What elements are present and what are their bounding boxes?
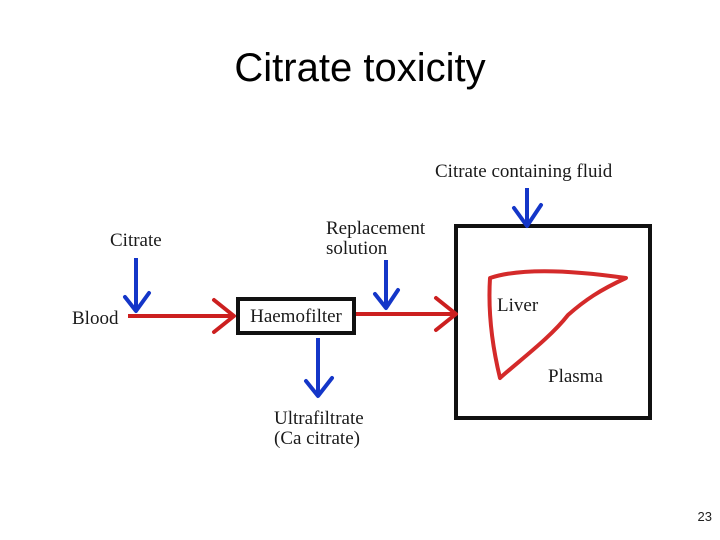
filtered-blood-flow-arrow: [356, 296, 458, 332]
ultrafiltrate-label-line2: (Ca citrate): [274, 428, 360, 449]
ultrafiltrate-label-line1: Ultrafiltrate: [274, 408, 364, 429]
blood-flow-arrow: [128, 298, 236, 334]
plasma-label: Plasma: [548, 366, 603, 387]
ultrafiltrate-output-arrow: [304, 338, 334, 398]
liver-outline: [487, 269, 628, 380]
replacement-label-line1: Replacement: [326, 218, 426, 239]
slide-number: 23: [697, 509, 712, 524]
liver-label: Liver: [497, 295, 539, 316]
citrate-fluid-input-arrow: [512, 188, 543, 228]
replacement-solution-arrow: [373, 260, 400, 310]
haemofilter-box: [236, 297, 356, 335]
citrate-fluid-label: Citrate containing fluid: [435, 161, 613, 182]
citrate-input-arrow: [123, 258, 151, 313]
plasma-compartment-box: [454, 224, 652, 420]
haemofilter-label: Haemofilter: [250, 306, 342, 327]
replacement-label-line2: solution: [326, 238, 388, 259]
slide-title: Citrate toxicity: [234, 46, 486, 90]
citrate-label: Citrate: [110, 230, 162, 251]
blood-label: Blood: [72, 308, 119, 329]
